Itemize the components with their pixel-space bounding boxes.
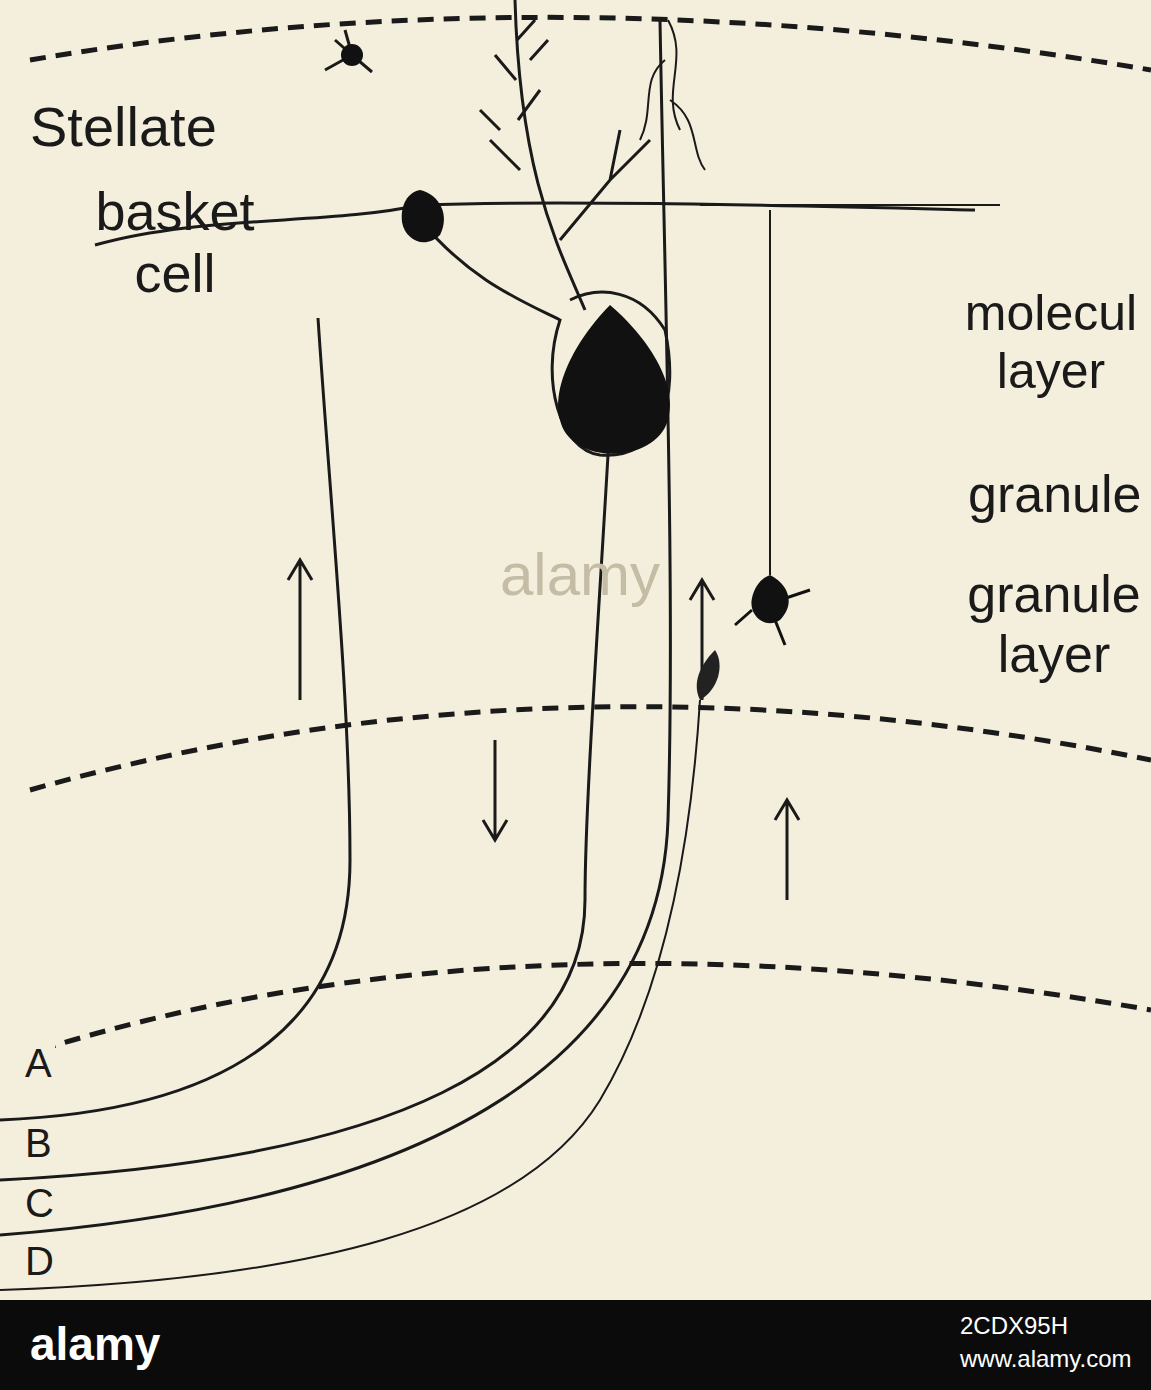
- cell-label: granule: [968, 465, 1141, 525]
- stellate-cell-body: [341, 44, 363, 66]
- image-id: 2CDX95H: [960, 1312, 1068, 1340]
- fibres: [0, 0, 1000, 1290]
- cell-label: basket cell: [80, 180, 270, 304]
- fibre-letter: D: [22, 1238, 57, 1284]
- fibre-letter: A: [22, 1040, 55, 1086]
- layer-label: granule layer: [962, 565, 1146, 685]
- watermark-logo: alamy: [30, 1318, 160, 1371]
- layer-label: molecul layer: [958, 285, 1144, 400]
- fibre-letter: C: [22, 1180, 57, 1226]
- fibre-letter: B: [22, 1120, 55, 1166]
- watermark: alamy: [500, 540, 660, 609]
- basket-cell-body: [402, 190, 444, 242]
- cell-label: Stellate: [30, 95, 217, 159]
- mossy-rosette: [697, 650, 720, 700]
- purkinje-soma: [558, 305, 670, 454]
- layer-boundaries: [30, 17, 1151, 1050]
- watermark-url: www.alamy.com: [960, 1345, 1132, 1373]
- watermark-bar: [0, 1300, 1151, 1390]
